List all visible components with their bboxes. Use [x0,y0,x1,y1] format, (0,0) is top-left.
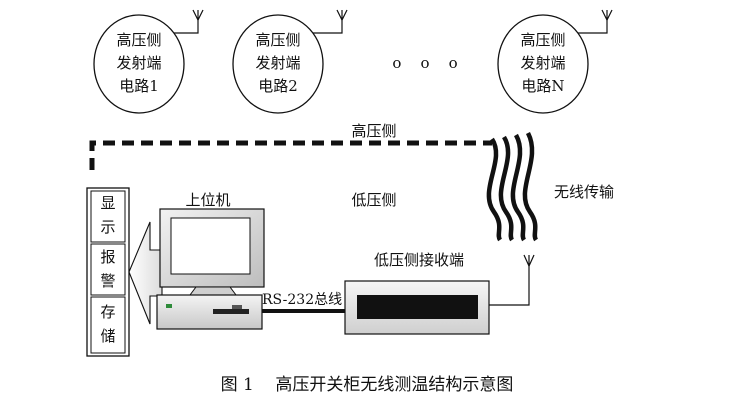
transmitter-2-line2: 发射端 [255,54,300,72]
transmitter-1: 高压侧 发射端 电路1 [93,9,204,114]
antenna-icon [174,9,204,34]
transmitter-1-line2: 发射端 [116,54,161,72]
transmitter-2-line3: 电路2 [258,77,298,95]
receiver-label: 低压侧接收端 [374,251,464,269]
transmitter-1-line3: 电路1 [119,77,159,95]
boundary-dashed-line [89,140,492,170]
function-column: 显示 报警 存储 [86,187,130,357]
low-side-label: 低压侧 [351,191,396,209]
transmitter-2: 高压侧 发射端 电路2 [232,9,348,114]
power-led [166,304,172,308]
high-side-label: 高压侧 [351,122,396,140]
transmitter-1-ellipse [93,14,185,114]
function-alarm-label: 报警 [100,248,115,290]
transmitter-n-line3: 电路N [521,77,564,95]
figure-caption: 图 1 高压开关柜无线测温结构示意图 [221,375,514,395]
drive-slot [213,309,249,314]
receiver-unit: 低压侧接收端 [344,251,535,335]
transmitter-2-line1: 高压侧 [255,31,300,49]
monitor-stand [189,286,237,296]
transmitter-n-line1: 高压侧 [520,31,565,49]
rs232-bus-label: RS-232总线 [262,292,342,308]
host-computer: 上位机 [156,191,265,330]
antenna-icon [489,254,535,306]
transmitter-2-ellipse [232,14,324,114]
antenna-icon [313,9,348,34]
antenna-icon [578,9,613,34]
monitor-screen [170,217,251,275]
function-display-label: 显示 [100,194,115,236]
function-storage-label: 存储 [100,303,115,345]
receiver-slot [357,295,478,319]
transmitter-n-ellipse [497,14,589,114]
ellipsis-dots: o o o [392,54,457,72]
transmitter-n-line2: 发射端 [520,54,565,72]
host-label: 上位机 [185,191,230,209]
transmitter-1-line1: 高压侧 [116,31,161,49]
transmitter-n: 高压侧 发射端 电路N [497,9,613,114]
wireless-label: 无线传输 [554,183,614,201]
wireless-wave-icon [486,131,539,242]
